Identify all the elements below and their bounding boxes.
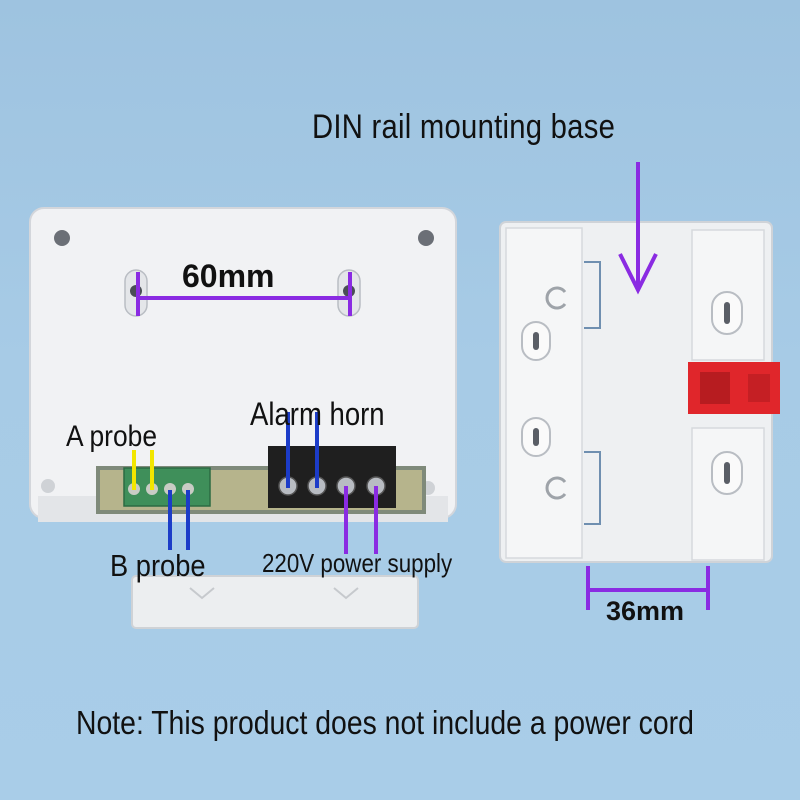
- power-supply-label: 220V power supply: [262, 548, 453, 578]
- probe-terminal-block: [123, 467, 211, 507]
- alarm-horn-label: Alarm horn: [250, 396, 385, 432]
- screw-hole: [41, 479, 55, 493]
- screw-hole: [418, 230, 434, 246]
- b-probe-wires: [168, 490, 190, 550]
- screw-hole: [54, 230, 70, 246]
- alarm-horn-wires: [286, 412, 319, 488]
- dimension-36mm-label: 36mm: [606, 596, 685, 626]
- power-cord-note: Note: This product does not include a po…: [76, 704, 694, 741]
- din-rail-base: [499, 221, 780, 563]
- power-supply-wires: [344, 486, 378, 554]
- dimension-line-36mm: [586, 566, 710, 610]
- arrow-down-icon: [618, 162, 658, 295]
- din-clip: [688, 362, 780, 414]
- terminal-cover: [131, 575, 419, 629]
- controller-housing: [29, 207, 457, 522]
- dimension-60mm-label: 60mm: [182, 258, 275, 294]
- a-probe-wires: [132, 450, 154, 490]
- dimension-line-60mm: [136, 272, 352, 316]
- din-rail-label: DIN rail mounting base: [312, 108, 616, 146]
- b-probe-label: B probe: [110, 548, 206, 583]
- a-probe-label: A probe: [66, 420, 158, 453]
